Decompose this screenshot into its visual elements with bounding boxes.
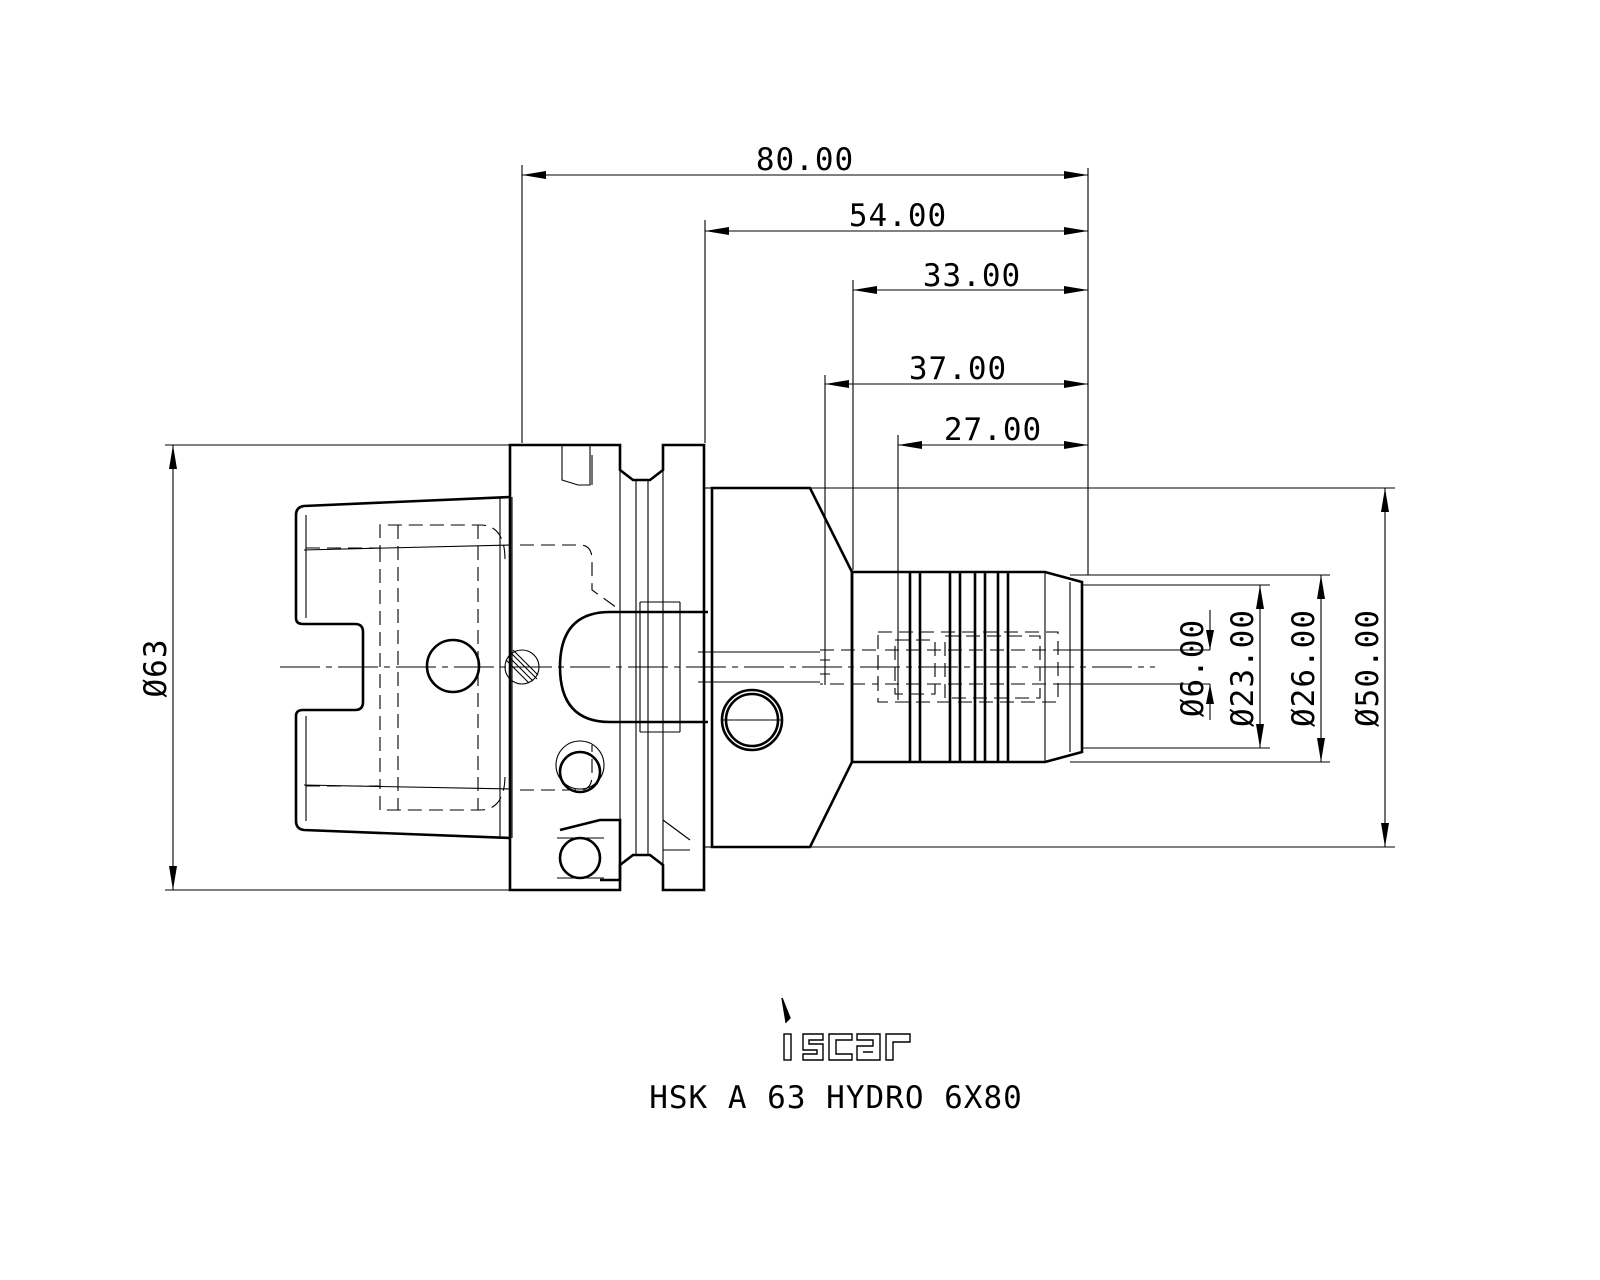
dim-sleeve-inner-diameter: Ø23.00 (1225, 609, 1261, 727)
hydro-sleeve (850, 570, 1084, 764)
dim-clamping-length: 27.00 (944, 412, 1042, 448)
dim-body-diameter: Ø50.00 (1350, 609, 1386, 727)
dim-flange-diameter: Ø63 (138, 639, 174, 698)
hsk-taper-shank (294, 495, 540, 840)
dim-sleeve-outer-diameter: Ø26.00 (1286, 609, 1322, 727)
dim-total-length: 80.00 (756, 142, 854, 178)
logo-text: iscar (845, 1074, 848, 1076)
extension-lines (165, 165, 1395, 891)
dim-sleeve-length: 33.00 (923, 258, 1021, 294)
dim-body-length: 54.00 (849, 198, 947, 234)
dim-bore-depth: 37.00 (909, 351, 1007, 387)
iscar-logo-icon (781, 997, 911, 1061)
dim-clamp-diameter: Ø6.00 (1175, 619, 1211, 717)
product-title: HSK A 63 HYDRO 6X80 (649, 1080, 1023, 1116)
dimension-lines (169, 171, 1389, 890)
inner-coolant-bore (558, 601, 820, 733)
